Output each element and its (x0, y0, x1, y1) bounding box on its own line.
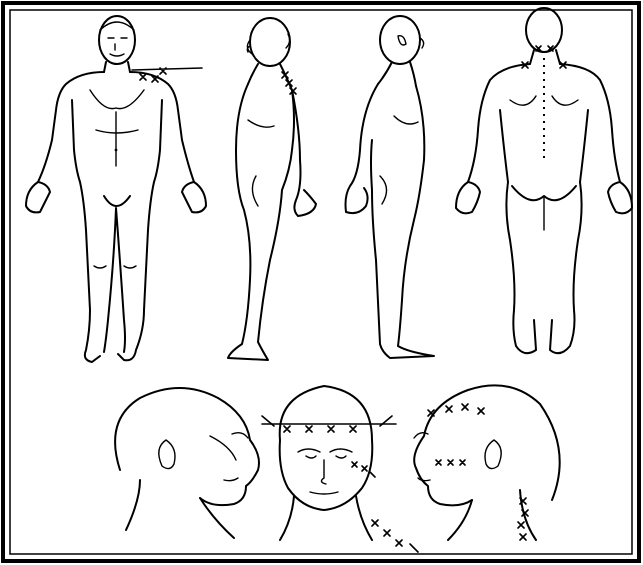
inner-border (10, 10, 632, 554)
pain-mark (262, 424, 396, 432)
body-back-view (456, 8, 632, 353)
pain-mark (372, 520, 418, 552)
pain-mark (132, 68, 202, 82)
head-right-profile (414, 385, 560, 540)
body-side-view-left (346, 16, 435, 358)
head-front-view (262, 386, 418, 552)
head-left-profile (115, 388, 259, 538)
body-side-view-right (228, 18, 316, 360)
pain-mark (282, 72, 296, 94)
body-front-view (26, 16, 206, 362)
pain-mark (436, 460, 465, 465)
